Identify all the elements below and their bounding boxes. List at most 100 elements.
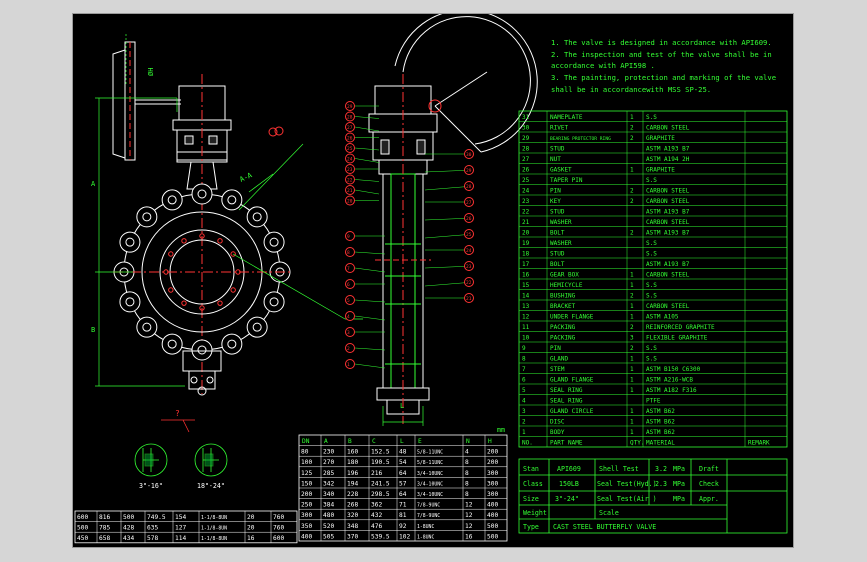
- bom-cell: 15: [522, 282, 530, 289]
- bom-cell: ASTM A216-WCB: [646, 376, 693, 383]
- bom-cell: 8: [522, 355, 526, 362]
- bom-cell: 1: [630, 166, 634, 173]
- bom-cell: WASHER: [550, 240, 572, 247]
- bom-cell: S.S: [646, 355, 657, 362]
- bom-cell: NAMEPLATE: [550, 114, 583, 121]
- bom-cell: 23: [522, 198, 530, 205]
- callout-number: 22: [466, 280, 472, 286]
- large-dims-cell: 450: [77, 535, 88, 542]
- bom-cell: 2: [630, 198, 634, 205]
- dims-cell: 241.5: [371, 480, 390, 487]
- bom-cell: S.S: [646, 240, 657, 247]
- bom-header-cell: NO.: [522, 439, 533, 446]
- callout-number: 27: [466, 200, 472, 206]
- bom-cell: ASTM B62: [646, 429, 675, 436]
- tb-type-value: CAST STEEL BUTTERFLY VALVE: [553, 523, 656, 531]
- bom-cell: 7: [522, 366, 526, 373]
- bolt-hole-icon: [230, 287, 236, 293]
- dim-label-l: L: [400, 402, 404, 410]
- bom-cell: STUD: [550, 250, 565, 257]
- bom-cell: 21: [522, 219, 530, 226]
- title-block: [518, 458, 788, 534]
- flange-lug: [119, 231, 141, 253]
- tb-class-value: 150LB: [559, 480, 579, 488]
- bom-cell: ASTM A182 F316: [646, 387, 697, 394]
- bom-cell: CARBON STEEL: [646, 187, 690, 194]
- callout-number: 7: [347, 266, 350, 272]
- bolt-hole-icon: [252, 322, 262, 332]
- bolt-hole-icon: [142, 322, 152, 332]
- callout-balloon: [268, 127, 278, 137]
- large-dims-cell: 20: [247, 514, 255, 521]
- bom-cell: S.S: [646, 177, 657, 184]
- dims-cell: 298.5: [371, 491, 390, 498]
- leader-line: [354, 147, 380, 151]
- dims-cell: 250: [301, 502, 312, 509]
- large-dims-cell: 434: [123, 535, 134, 542]
- bom-cell: ASTM A193 B7: [646, 229, 690, 236]
- callout-balloon: [345, 164, 355, 174]
- large-dims-cell: 114: [175, 535, 186, 542]
- dims-cell: 5/8-11UNC: [417, 460, 443, 466]
- bom-cell: BOLT: [550, 229, 565, 236]
- callout-number: 24: [466, 248, 472, 254]
- dims-cell: 3/4-10UNC: [417, 481, 443, 487]
- bom-cell: CARBON STEEL: [646, 271, 690, 278]
- dims-cell: 500: [487, 533, 498, 540]
- flange-lug: [221, 189, 243, 211]
- bom-cell: PIN: [550, 187, 561, 194]
- dims-cell: 200: [487, 459, 498, 466]
- bom-cell: 1: [630, 355, 634, 362]
- callout-number: 25: [466, 232, 472, 238]
- callout-balloon: [345, 111, 355, 122]
- note-line: 2. The inspection and test of the valve …: [551, 50, 772, 59]
- dims-cell: 71: [399, 502, 407, 509]
- bom-cell: PACKING: [550, 334, 576, 341]
- dims-cell: 300: [487, 480, 498, 487]
- dims-cell: 400: [301, 533, 312, 540]
- bolt-hole-icon: [269, 237, 279, 247]
- notes-block: 1. The valve is designed in accordance w…: [551, 38, 776, 94]
- callout-balloon: [345, 143, 355, 153]
- bom-cell: 1: [630, 429, 634, 436]
- dims-cell: 270: [323, 459, 334, 466]
- callout-balloon: [345, 132, 355, 143]
- bolt-hole-icon: [199, 305, 205, 311]
- flange-lug: [119, 291, 141, 313]
- large-dims-cell: 20: [247, 525, 255, 532]
- callout-balloon: [345, 185, 355, 195]
- dims-cell: 500: [487, 523, 498, 530]
- bom-cell: 2: [630, 135, 634, 142]
- large-dims-cell: 600: [77, 514, 88, 521]
- bolt-hole-icon: [168, 287, 174, 293]
- bom-cell: 9: [522, 345, 526, 352]
- bom-header-cell: PART NAME: [550, 439, 583, 446]
- flange-lug: [263, 291, 285, 313]
- large-dims-cell: 785: [99, 525, 110, 532]
- tb-type-label: Type: [523, 523, 539, 531]
- bom-cell: 1: [630, 387, 634, 394]
- flange-lug: [221, 333, 243, 355]
- dims-cell: 300: [487, 470, 498, 477]
- bolt-hole-icon: [167, 339, 177, 349]
- callout-number: 26: [466, 216, 472, 222]
- dims-cell: 300: [301, 512, 312, 519]
- large-dims-cell: 760: [273, 525, 284, 532]
- dims-header-cell: L: [400, 438, 404, 445]
- section-marker: ?: [175, 409, 180, 418]
- bom-cell: KEY: [550, 198, 561, 205]
- callout-number: 1: [347, 362, 350, 368]
- bom-cell: PTFE: [646, 397, 661, 404]
- bolt-hole-icon: [269, 297, 279, 307]
- bom-cell: ASTM B62: [646, 408, 675, 415]
- seat-detail-right: [194, 443, 228, 477]
- dims-cell: 92: [399, 523, 407, 530]
- bom-cell: SEAL RING: [550, 387, 583, 394]
- bom-cell: UNDER FLANGE: [550, 313, 594, 320]
- bom-cell: S.S: [646, 250, 657, 257]
- callout-number: 3: [347, 330, 350, 336]
- bom-cell: ASTM A193 B7: [646, 208, 690, 215]
